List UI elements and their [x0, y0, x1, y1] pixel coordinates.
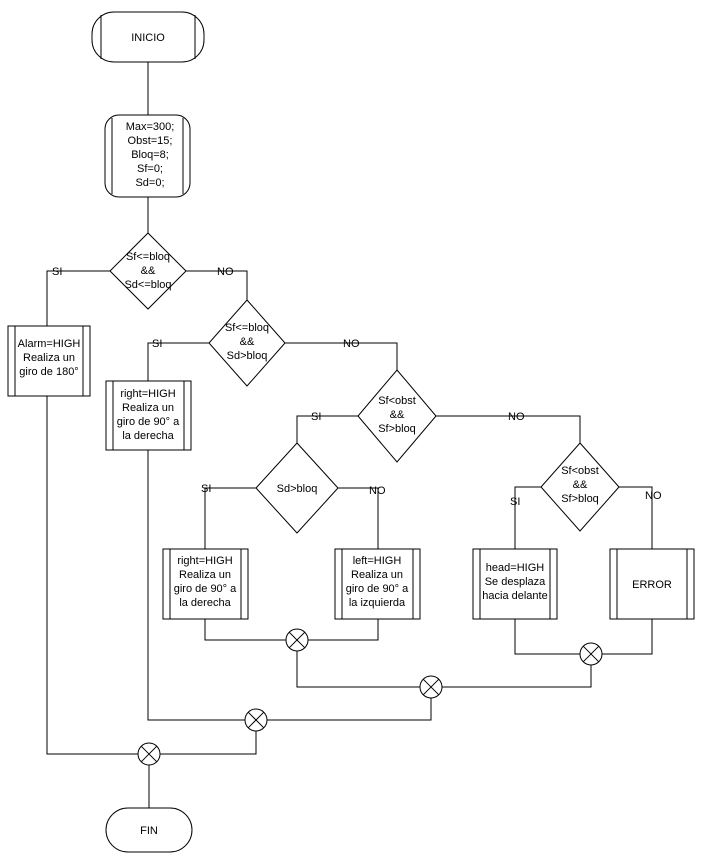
init-line: Sd=0;	[135, 177, 164, 189]
decision-1: Sf<=bloq && Sd<=bloq	[109, 232, 187, 310]
decision-5-line: Sf<obst	[561, 465, 599, 477]
init-block: Max=300; Obst=15; Bloq=8; Sf=0; Sd=0;	[104, 114, 191, 198]
d1-no-label: NO	[217, 266, 234, 278]
d2-yes-label: SI	[152, 338, 162, 350]
merge-node-a	[285, 628, 309, 652]
process-right-2: right=HIGH Realiza un giro de 90° a la d…	[162, 548, 249, 620]
d4-yes-label: SI	[201, 483, 211, 495]
merge-node-c	[419, 675, 443, 699]
process-left-line: la izquierda	[349, 597, 406, 609]
process-right-1-line: Realiza un	[122, 402, 174, 414]
process-right-1-line: right=HIGH	[120, 388, 175, 400]
d2-no-label: NO	[343, 338, 360, 350]
process-right-2-line: la derecha	[179, 597, 231, 609]
merge-node-d	[244, 708, 268, 732]
d3-no-label: NO	[508, 411, 525, 423]
decision-1-line: Sd<=bloq	[124, 279, 171, 291]
decision-1-line: Sf<=bloq	[126, 251, 170, 263]
process-head-line: head=HIGH	[486, 562, 544, 574]
decision-2: Sf<=bloq && Sd>bloq	[208, 299, 286, 387]
init-line: Sf=0;	[137, 163, 163, 175]
process-left-line: giro de 90° a	[346, 583, 409, 595]
end-label: FIN	[140, 825, 158, 837]
merge-node-b	[579, 642, 603, 666]
process-head-line: hacia delante	[482, 590, 547, 602]
process-right-2-line: Realiza un	[179, 569, 231, 581]
decision-3-line: &&	[390, 409, 405, 421]
process-alarm-line: Realiza un	[23, 352, 75, 364]
start-terminal: INICIO	[91, 11, 205, 63]
decision-5-line: Sf>bloq	[561, 493, 599, 505]
init-line: Obst=15;	[128, 135, 173, 147]
init-line: Max=300;	[126, 121, 175, 133]
process-alarm-line: giro de 180°	[19, 366, 78, 378]
d3-yes-label: SI	[311, 411, 321, 423]
d5-no-label: NO	[645, 490, 662, 502]
d1-yes-label: SI	[52, 266, 62, 278]
decision-4: Sd>bloq	[255, 442, 339, 534]
process-error: ERROR	[609, 548, 695, 620]
start-label: INICIO	[131, 32, 165, 44]
process-left-line: Realiza un	[351, 569, 403, 581]
process-right-1-line: la derecha	[122, 430, 174, 442]
decision-3-line: Sf<obst	[378, 395, 416, 407]
process-left-line: left=HIGH	[353, 555, 402, 567]
process-head-line: Se desplaza	[485, 576, 546, 588]
process-alarm-line: Alarm=HIGH	[18, 338, 81, 350]
d4-no-label: NO	[369, 485, 386, 497]
merge-node-e	[137, 742, 161, 766]
process-alarm: Alarm=HIGH Realiza un giro de 180°	[7, 325, 91, 397]
process-error-line: ERROR	[632, 579, 672, 591]
decision-4-line: Sd>bloq	[277, 483, 318, 495]
process-right-2-line: right=HIGH	[177, 555, 232, 567]
decision-2-line: Sf<=bloq	[225, 322, 269, 334]
decision-1-line: &&	[141, 265, 156, 277]
process-right-1-line: giro de 90° a	[117, 416, 180, 428]
process-left: left=HIGH Realiza un giro de 90° a la iz…	[334, 548, 421, 620]
init-line: Bloq=8;	[131, 149, 169, 161]
end-terminal: FIN	[105, 807, 193, 853]
decision-5-line: &&	[573, 479, 588, 491]
decision-2-line: &&	[240, 336, 255, 348]
process-right-1: right=HIGH Realiza un giro de 90° a la d…	[105, 380, 192, 451]
decision-3-line: Sf>bloq	[378, 423, 416, 435]
decision-5: Sf<obst && Sf>bloq	[540, 442, 620, 532]
process-head: head=HIGH Se desplaza hacia delante	[472, 548, 558, 620]
process-right-2-line: giro de 90° a	[174, 583, 237, 595]
decision-2-line: Sd>bloq	[227, 350, 268, 362]
d5-yes-label: SI	[510, 496, 520, 508]
decision-3: Sf<obst && Sf>bloq	[357, 369, 437, 463]
